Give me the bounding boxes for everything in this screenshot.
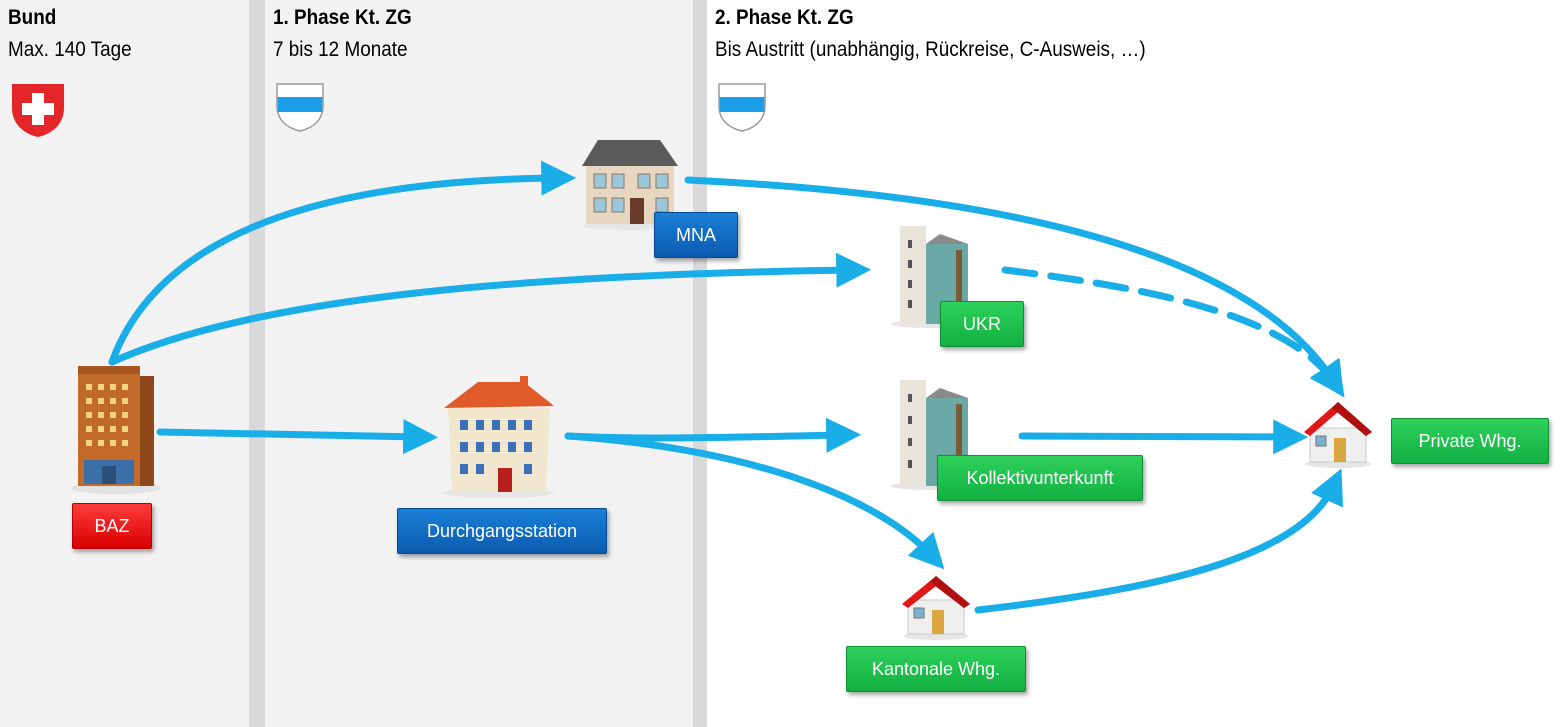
column-bund: Bund Max. 140 Tage: [0, 0, 249, 727]
arrow-baz-to-ukr: [108, 252, 872, 366]
apartment-building-icon: [444, 376, 554, 498]
zug-coat-of-arms-icon: [276, 83, 324, 132]
node-label-ukr: UKR: [940, 301, 1024, 347]
house-icon: [1304, 402, 1372, 468]
column-title-phase2: 2. Phase Kt. ZG: [715, 6, 854, 29]
node-label-private-whg: Private Whg.: [1391, 418, 1549, 464]
arrow-durchgangsstation-to-kantonale-whg: [564, 432, 945, 570]
arrow-baz-to-durchgangsstation: [156, 419, 439, 455]
node-label-kantonale-whg: Kantonale Whg.: [846, 646, 1026, 692]
column-subtitle-phase2: Bis Austritt (unabhängig, Rückreise, C-A…: [715, 38, 1146, 61]
arrow-mna-to-private-whg: [684, 176, 1344, 398]
house-icon: [902, 576, 970, 640]
node-label-mna: MNA: [654, 212, 738, 258]
zug-coat-of-arms-icon: [718, 83, 766, 132]
column-title-phase1: 1. Phase Kt. ZG: [273, 6, 412, 29]
column-phase2: 2. Phase Kt. ZG Bis Austritt (unabhängig…: [707, 0, 1560, 727]
column-phase1: 1. Phase Kt. ZG 7 bis 12 Monate: [265, 0, 693, 727]
node-label-kollektivunterkunft: Kollektivunterkunft: [937, 455, 1143, 501]
column-subtitle-bund: Max. 140 Tage: [8, 38, 132, 61]
node-label-durchgangsstation: Durchgangsstation: [397, 508, 607, 554]
column-subtitle-phase1: 7 bis 12 Monate: [273, 38, 408, 61]
swiss-coat-of-arms-icon: [12, 84, 64, 137]
column-title-bund: Bund: [8, 6, 57, 29]
office-tower-icon: [71, 366, 161, 494]
arrow-ukr-to-private-whg: [1001, 266, 1345, 397]
arrow-kantonale-whg-to-private-whg: [974, 468, 1343, 614]
arrow-kollektivunterkunft-to-private-whg: [1018, 419, 1309, 455]
node-label-baz: BAZ: [72, 503, 152, 549]
arrow-baz-to-mna: [108, 160, 577, 366]
